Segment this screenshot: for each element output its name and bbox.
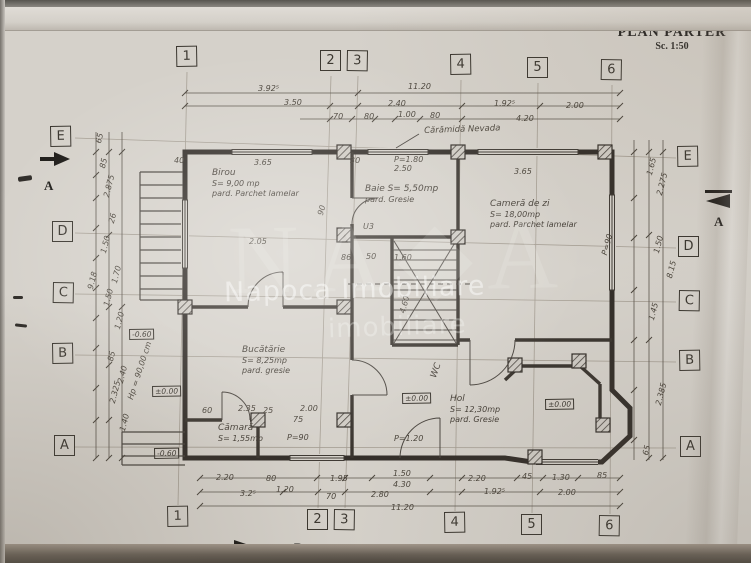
section-cut-arrow-icon: [705, 190, 732, 208]
section-letter-left: A: [44, 178, 54, 193]
section-cut-arrow-icon: [40, 152, 70, 166]
photo-edge-bottom: [0, 544, 751, 563]
section-letter-right: A: [714, 214, 723, 230]
paper-fold-top: [0, 7, 751, 31]
photo-edge-top: [0, 0, 751, 7]
ink-mark: [13, 296, 23, 299]
photo-edge-left: [0, 0, 5, 563]
plan-scale: Sc. 1:50: [655, 41, 689, 52]
